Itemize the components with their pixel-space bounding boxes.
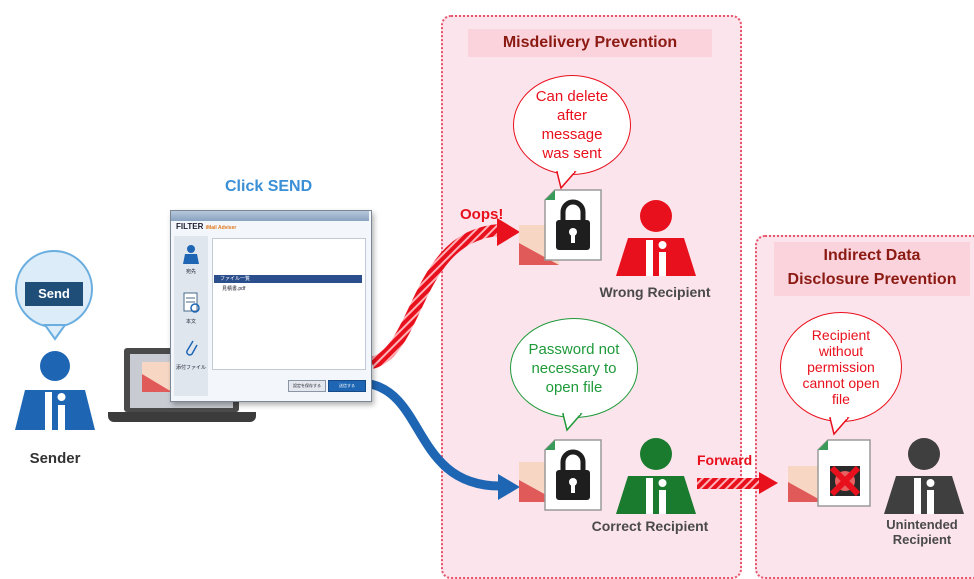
sidebar-person-icon [183, 245, 199, 264]
arrows-layer [368, 218, 778, 500]
misdelivery-title: Misdelivery Prevention [468, 29, 712, 57]
app-file-list-header: ファイル一覧 [214, 275, 362, 283]
blue-arrow-path [368, 379, 501, 491]
no-permission-bubble: Recipient without permission cannot open… [780, 312, 902, 422]
app-titlebar [171, 211, 369, 221]
delete-bubble-line-2: after [556, 107, 587, 124]
delete-after-sent-bubble: Can delete after message was sent [513, 75, 631, 175]
unintended-recipient-person-icon [884, 438, 964, 514]
laptop-document-icon [142, 362, 172, 392]
indirect-title-line-2: Disclosure Prevention [787, 271, 957, 288]
correct-recipient-person-icon [616, 438, 696, 514]
delete-bubble-line-3: message [541, 126, 603, 143]
password-bubble-line-3: open file [545, 378, 603, 396]
password-bubble-tail [562, 412, 583, 432]
app-send-button: 送信する [328, 380, 366, 392]
password-bubble-line-1: Password not [528, 340, 620, 358]
password-not-needed-bubble: Password not necessary to open file [510, 318, 638, 418]
permission-bubble-tail [829, 416, 850, 436]
sidebar-item-recipient: 宛先 [185, 269, 196, 275]
indirect-title-line-1: Indirect Data [823, 247, 921, 264]
permission-bubble-line-5: file [832, 391, 850, 407]
delete-bubble-tail [556, 170, 577, 190]
blocked-document-icon [817, 439, 871, 507]
permission-bubble-line-4: cannot open [802, 375, 880, 391]
locked-document-icon-correct [544, 439, 602, 511]
indirect-disclosure-title: Indirect Data Disclosure Prevention [774, 242, 970, 296]
app-content-area [212, 238, 366, 370]
permission-bubble-line-2: without [818, 343, 864, 359]
sender-person-icon [15, 351, 95, 430]
app-brand-sub: iMail Adviser [205, 225, 237, 231]
password-bubble-line-2: necessary to [531, 359, 617, 377]
delete-bubble-line-4: was sent [542, 145, 602, 162]
send-button: Send [25, 282, 83, 306]
sender-caption: Sender [29, 450, 81, 467]
sidebar-document-icon [183, 292, 200, 313]
laptop-base [108, 412, 256, 422]
delete-bubble-line-1: Can delete [535, 88, 609, 105]
permission-bubble-line-3: permission [807, 359, 875, 375]
blue-arrowhead [498, 474, 520, 500]
forward-label: Forward [697, 452, 753, 468]
app-file-list-item: 見積書.pdf [222, 286, 246, 292]
send-bubble-tail [43, 324, 67, 341]
unintended-label-line-1: Unintended [886, 517, 958, 532]
unintended-recipient-label: Unintended Recipient [870, 517, 974, 547]
forward-arrow-shaft [697, 478, 759, 489]
unintended-label-line-2: Recipient [892, 532, 952, 547]
wrong-recipient-person-icon [616, 200, 696, 276]
oops-label: Oops! [460, 206, 504, 223]
app-brand: FILTER iMail Adviser [176, 222, 296, 234]
forward-arrowhead [759, 472, 778, 494]
red-arrowhead [497, 218, 520, 246]
correct-recipient-label: Correct Recipient [591, 518, 709, 534]
click-send-label: Click SEND [225, 178, 313, 195]
permission-bubble-line-1: Recipient [811, 327, 871, 343]
wrong-recipient-label: Wrong Recipient [599, 284, 711, 300]
sidebar-paperclip-icon [186, 340, 198, 356]
app-brand-name: FILTER [176, 222, 204, 231]
locked-document-icon-wrong [544, 189, 602, 261]
sidebar-item-attachment: 添付ファイル [176, 365, 207, 371]
app-save-button: 設定を保存する [288, 380, 326, 392]
sidebar-item-body: 本文 [185, 319, 196, 325]
red-arrow-path [369, 224, 501, 369]
